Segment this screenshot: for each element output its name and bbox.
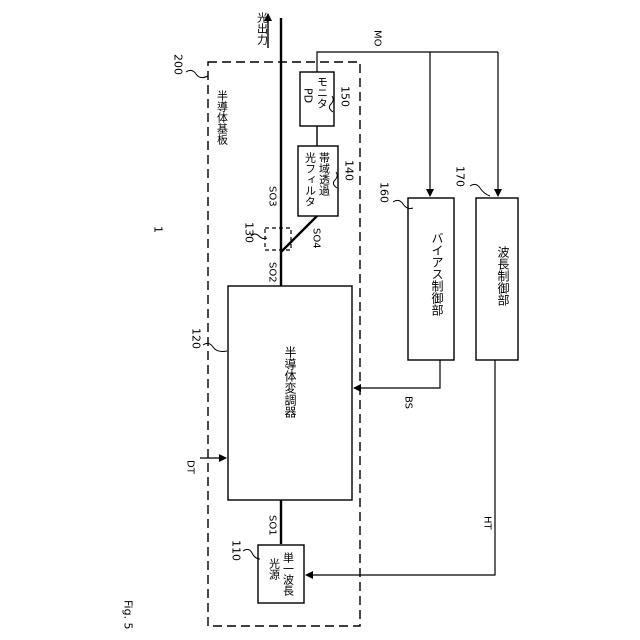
modulator-label: 半導体変調器 <box>283 346 297 419</box>
wl-ctrl-label: 波長制御部 <box>496 246 510 306</box>
leader-170 <box>470 184 490 196</box>
bs-signal-line <box>354 360 440 388</box>
substrate-label: 半導体基板 <box>216 89 229 146</box>
ref-150: 150 <box>339 86 352 107</box>
ref-140: 140 <box>343 160 356 181</box>
filter-label-line1: 帯域透過 <box>318 152 331 196</box>
signal-ht: HT <box>482 516 493 531</box>
bias-ctrl-label: バイアス制御部 <box>430 232 444 316</box>
leader-120 <box>203 343 227 351</box>
ref-160: 160 <box>378 182 391 203</box>
ref-200: 200 <box>172 54 185 75</box>
monitor-label-line2: PD <box>302 88 315 103</box>
ref-120: 120 <box>190 328 203 349</box>
signal-mo: MO <box>372 30 383 47</box>
signal-dt: DT <box>185 460 196 475</box>
signal-so3: SO3 <box>267 186 278 207</box>
ref-110: 110 <box>230 540 243 561</box>
ref-130: 130 <box>243 222 256 243</box>
signal-so2: SO2 <box>267 262 278 283</box>
filter-label-line2: 光フィルタ <box>304 151 317 207</box>
monitor-label-line1: モニタ <box>316 76 329 109</box>
fig-label: Fig. 5 <box>122 600 135 630</box>
ref-main: 1 <box>152 226 165 233</box>
leader-200 <box>186 70 208 77</box>
laser-label-line2: 光源 <box>268 557 281 581</box>
signal-bs: BS <box>403 396 414 409</box>
output-label: 光出力 <box>256 11 269 45</box>
mo-signal-line <box>317 52 498 72</box>
signal-so1: SO1 <box>267 515 278 536</box>
laser-label-line1: 単一波長 <box>282 551 295 597</box>
signal-so4: SO4 <box>311 228 322 249</box>
ref-170: 170 <box>454 166 467 187</box>
